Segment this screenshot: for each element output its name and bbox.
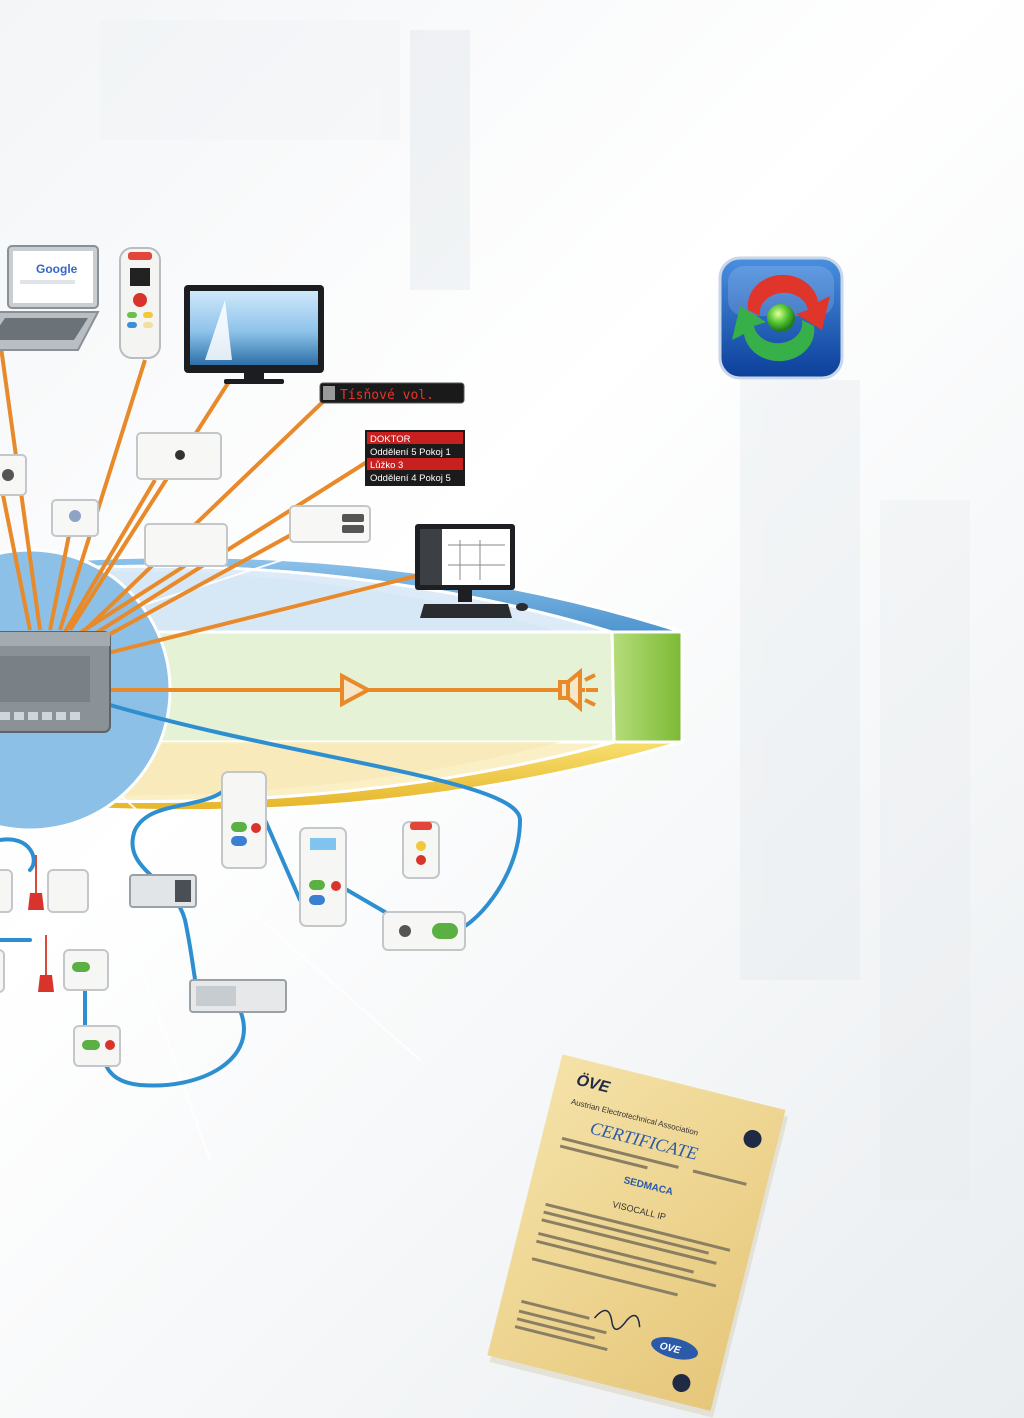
led-display: Tísňové vol. [320,383,464,403]
call-display-row-2: Oddělení 5 Pokoj 1 [370,447,451,458]
bus-interface [130,875,196,907]
door-module [290,506,370,542]
sync-app-icon [720,258,842,378]
wall-socket-bus [0,870,12,992]
call-module-1 [222,772,266,868]
led-display-text: Tísňové vol. [340,388,434,403]
wall-socket [0,455,26,495]
call-display-row-3: Lůžko 3 [370,460,403,471]
handheld-pendant [120,248,160,358]
google-logo: Google [36,262,78,276]
room-module [145,524,227,566]
call-display-row-1: DOKTOR [370,434,411,445]
certificate: ÖVE Austrian Electrotechnical Associatio… [486,1054,789,1417]
call-display-row-4: Oddělení 4 Pokoj 5 [370,473,451,484]
pull-cord-unit [403,822,439,878]
toilet-module [64,950,108,990]
television [184,285,324,384]
ceiling-pull-module [48,870,88,912]
audio-ring [612,632,682,742]
call-module-2 [300,828,346,926]
network-switch [0,632,110,732]
bed-connector [383,912,465,950]
room-terminal [137,433,221,479]
call-display: DOKTOR Oddělení 5 Pokoj 1 Lůžko 3 Odděle… [365,430,465,486]
green-ball-icon [767,304,795,332]
power-supply [190,980,286,1012]
laptop: Google [0,246,98,350]
bed-module [52,500,98,536]
reset-module [74,1026,120,1066]
